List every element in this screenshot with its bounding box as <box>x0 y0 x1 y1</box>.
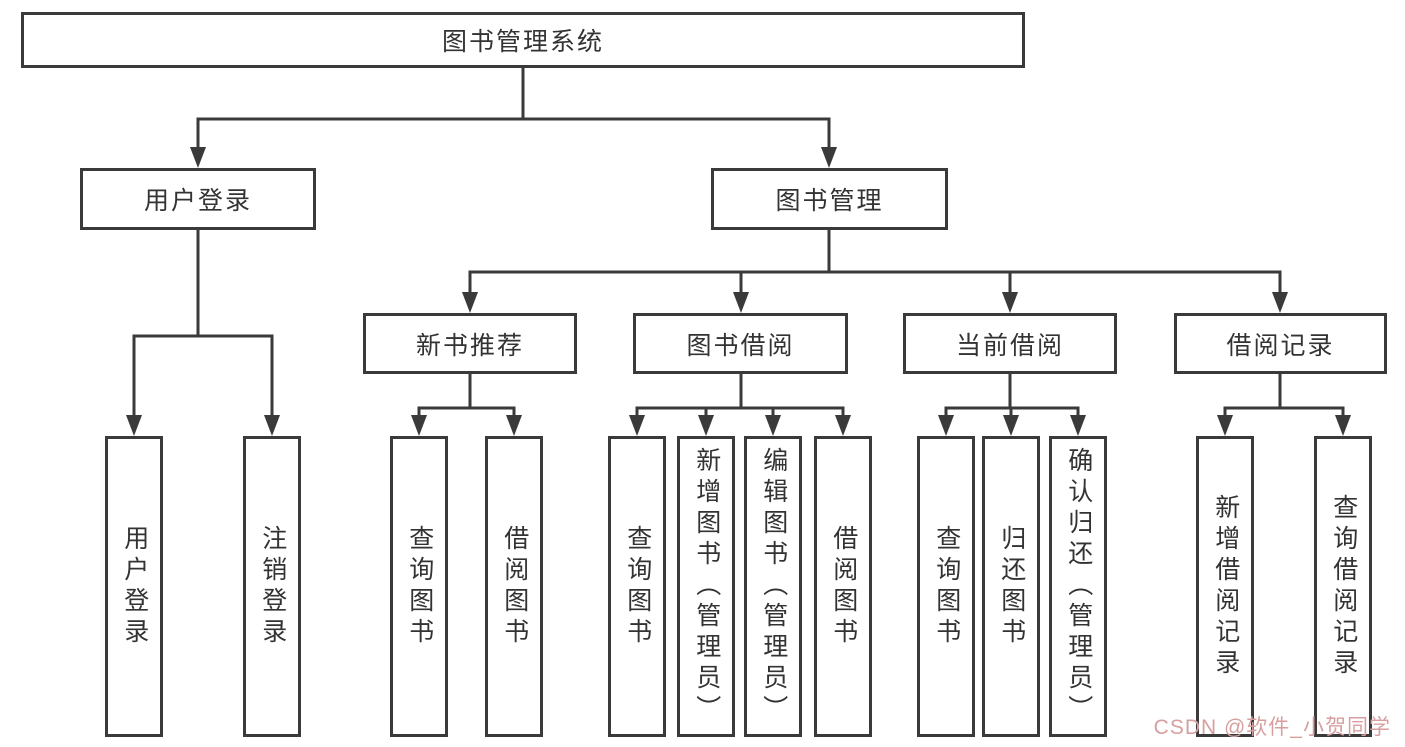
node-label: 归还图书 <box>997 524 1026 649</box>
leaf-query-books-current: 查询图书 <box>917 436 975 737</box>
node-label: 编辑图书（管理员） <box>759 447 788 726</box>
leaf-add-books-admin: 新增图书（管理员） <box>677 436 735 737</box>
leaf-query-books-newbook: 查询图书 <box>390 436 448 737</box>
node-book-management: 图书管理 <box>711 168 948 230</box>
leaf-logout: 注销登录 <box>243 436 301 737</box>
leaf-borrow-books-newbook: 借阅图书 <box>485 436 543 737</box>
leaf-add-borrow-record: 新增借阅记录 <box>1196 436 1254 737</box>
leaf-query-borrow-record: 查询借阅记录 <box>1314 436 1372 737</box>
node-label: 注销登录 <box>258 524 287 649</box>
node-label: 图书管理 <box>775 187 884 215</box>
leaf-borrow-books-borrow: 借阅图书 <box>814 436 872 737</box>
node-borrowing-records: 借阅记录 <box>1174 313 1387 374</box>
node-label: 借阅图书 <box>829 524 858 649</box>
node-label: 用户登录 <box>143 187 252 215</box>
node-label: 当前借阅 <box>955 331 1064 360</box>
leaf-query-books-borrow: 查询图书 <box>608 436 666 737</box>
leaf-confirm-return-admin: 确认归还（管理员） <box>1049 436 1107 737</box>
node-label: 查询图书 <box>932 524 961 649</box>
node-label: 新增借阅记录 <box>1211 493 1240 680</box>
node-label: 查询借阅记录 <box>1329 493 1358 680</box>
node-label: 查询图书 <box>623 524 652 649</box>
leaf-return-books: 归还图书 <box>982 436 1040 737</box>
leaf-user-login: 用户登录 <box>105 436 163 737</box>
node-label: 图书借阅 <box>686 331 795 360</box>
node-label: 查询图书 <box>405 524 434 649</box>
node-library-management-system: 图书管理系统 <box>21 12 1025 68</box>
node-user-login: 用户登录 <box>80 168 316 230</box>
arrowhead-icons <box>126 147 1351 436</box>
node-label: 图书管理系统 <box>441 28 604 56</box>
node-label: 新书推荐 <box>415 331 524 360</box>
node-book-borrowing: 图书借阅 <box>633 313 848 374</box>
node-new-book-recommendation: 新书推荐 <box>363 313 577 374</box>
node-label: 新增图书（管理员） <box>692 447 721 726</box>
node-label: 借阅记录 <box>1226 331 1335 360</box>
node-label: 确认归还（管理员） <box>1064 447 1093 726</box>
watermark: CSDN @软件_小贺同学 <box>1153 716 1391 739</box>
leaf-edit-books-admin: 编辑图书（管理员） <box>744 436 802 737</box>
node-label: 借阅图书 <box>500 524 529 649</box>
node-label: 用户登录 <box>120 524 149 649</box>
node-current-borrowing: 当前借阅 <box>903 313 1117 374</box>
